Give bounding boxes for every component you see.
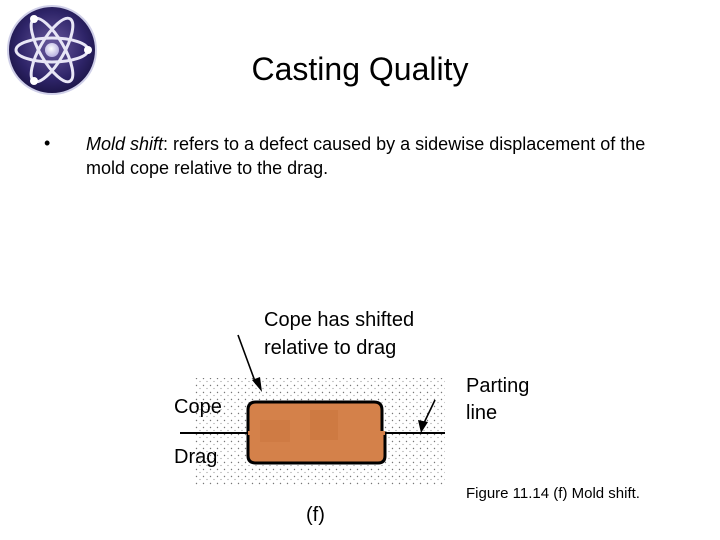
- slide-title: Casting Quality: [251, 51, 469, 87]
- mold-shift-figure: Cope has shifted relative to drag Cope D…: [174, 309, 529, 526]
- atom-icon: [7, 5, 97, 95]
- bullet-text: Mold shift: refers to a defect caused by…: [86, 132, 686, 180]
- callout-label-line1: Cope has shifted: [264, 309, 414, 331]
- cope-label: Cope: [174, 396, 222, 418]
- bullet-marker: •: [44, 133, 51, 153]
- bullet-definition: : refers to a defect caused by a sidewis…: [86, 134, 646, 178]
- parting-arrow: [422, 399, 436, 426]
- callout-arrow: [237, 334, 257, 385]
- bullet-term: Mold shift: [86, 134, 164, 154]
- callout-label-line2: relative to drag: [264, 337, 396, 359]
- parting-label-line1: Parting: [466, 375, 529, 397]
- figure-caption: Figure 11.14 (f) Mold shift.: [466, 485, 640, 502]
- drag-label: Drag: [174, 446, 217, 468]
- parting-label-line2: line: [466, 402, 497, 424]
- panel-label: (f): [306, 504, 325, 526]
